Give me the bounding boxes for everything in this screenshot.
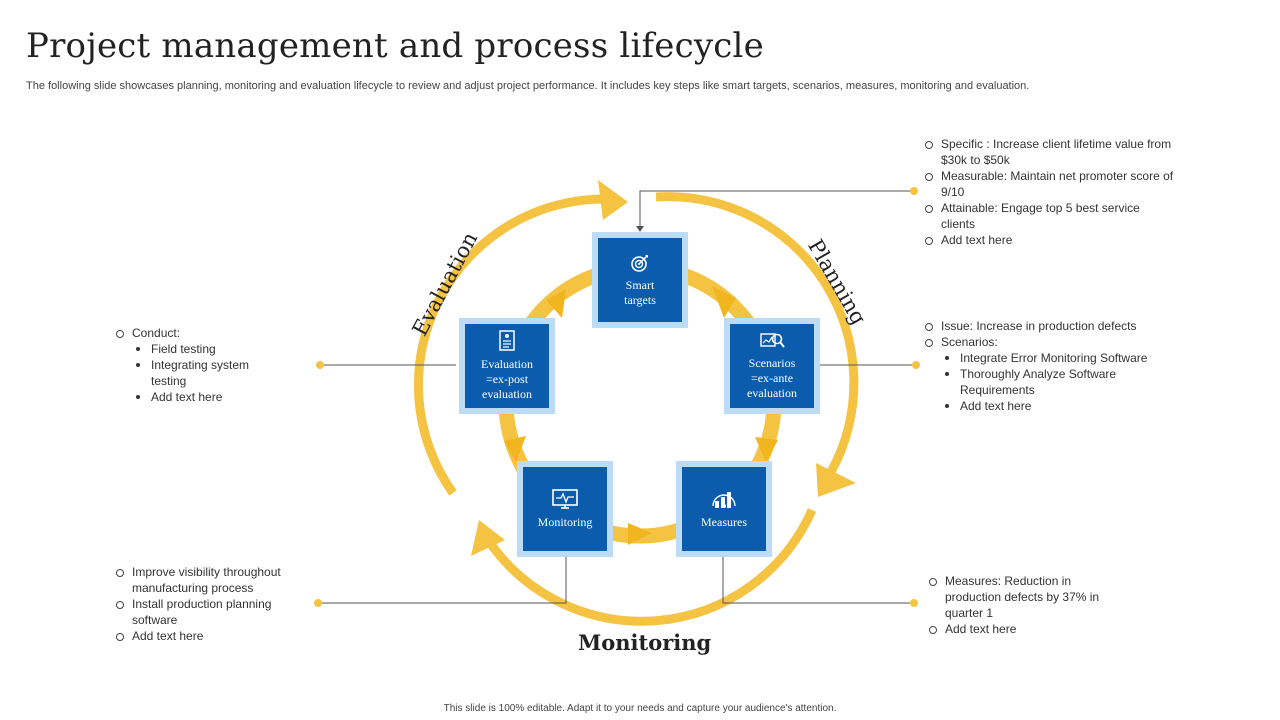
list-item: Add text here — [115, 628, 305, 644]
list-item: Attainable: Engage top 5 best service cl… — [924, 200, 1174, 232]
connector-measures — [722, 556, 914, 604]
sub-list-item: Add text here — [943, 398, 1184, 414]
footer-note: This slide is 100% editable. Adapt it to… — [443, 703, 837, 714]
step-label-line: targets — [624, 292, 656, 307]
step-measures: Measures — [676, 461, 772, 557]
list-item: Add text here — [924, 232, 1174, 248]
list-item: Specific : Increase client lifetime valu… — [924, 136, 1174, 168]
note-bottom-right: Measures: Reduction in production defect… — [928, 573, 1103, 637]
connector-dot-mid-right — [912, 361, 920, 369]
connector-monitoring — [318, 556, 567, 604]
inner-arrow-2 — [755, 437, 778, 462]
step-label-line: Monitoring — [537, 515, 593, 529]
sub-list-item: Thoroughly Analyze Software Requirements — [943, 366, 1184, 398]
connector-dot-left — [316, 361, 324, 369]
phase-label-monitoring: Monitoring — [578, 630, 712, 655]
list-item: Scenarios: Integrate Error Monitoring So… — [924, 334, 1184, 414]
step-label-line: evaluation — [747, 386, 797, 400]
outer-arc-planning — [655, 192, 859, 475]
list-item: Add text here — [928, 621, 1103, 637]
step-label-line: evaluation — [482, 387, 532, 401]
note-left: Conduct: Field testing Integrating syste… — [115, 325, 280, 405]
sub-list-item: Field testing — [134, 341, 280, 357]
step-label-line: Smart — [625, 277, 655, 292]
sub-list-item: Integrating system testing — [134, 357, 280, 389]
outer-arc-evaluation — [413, 194, 608, 496]
outer-arc-monitoring — [484, 508, 817, 626]
connector-dot-top-right — [910, 187, 918, 195]
outer-arrowhead-evaluation — [598, 180, 628, 220]
list-item: Install production planning software — [115, 596, 305, 628]
note-bottom-left: Improve visibility throughout manufactur… — [115, 564, 305, 644]
sub-list-item: Add text here — [134, 389, 280, 405]
outer-arrowhead-planning — [816, 463, 856, 497]
list-item-label: Conduct: — [132, 326, 181, 340]
inner-arrow-5 — [546, 289, 566, 318]
magnifier-chart-icon — [760, 333, 785, 348]
inner-arrow-1 — [712, 286, 736, 318]
step-label-line: Scenarios — [748, 356, 796, 370]
note-top-right: Specific : Increase client lifetime valu… — [924, 136, 1174, 248]
step-monitoring: Monitoring — [517, 461, 613, 557]
step-label-line: =ex-post — [485, 372, 529, 386]
page-subtitle: The following slide showcases planning, … — [26, 80, 1030, 92]
monitor-icon — [552, 489, 578, 509]
list-item: Conduct: Field testing Integrating syste… — [115, 325, 280, 405]
step-label-line: Evaluation — [481, 357, 533, 371]
list-item: Issue: Increase in production defects — [924, 318, 1184, 334]
connector-dot-bottom-right — [910, 599, 918, 607]
list-item: Measurable: Maintain net promoter score … — [924, 168, 1174, 200]
list-item: Improve visibility throughout manufactur… — [115, 564, 305, 596]
step-scenarios: Scenarios =ex-ante evaluation — [724, 318, 820, 414]
note-mid-right: Issue: Increase in production defects Sc… — [924, 318, 1184, 414]
report-icon — [499, 330, 515, 351]
sub-list-item: Integrate Error Monitoring Software — [943, 350, 1184, 366]
list-item: Measures: Reduction in production defect… — [928, 573, 1103, 621]
connector-smart-targets — [639, 190, 914, 228]
step-smart-targets: Smart targets — [592, 232, 688, 328]
page-title: Project management and process lifecycle — [26, 26, 764, 66]
connector-dot-bottom-left — [314, 599, 322, 607]
outer-arrowhead-monitoring — [471, 520, 505, 556]
inner-arrow-3 — [628, 523, 652, 545]
step-label-line: =ex-ante — [750, 371, 794, 385]
connector-arrowhead — [636, 226, 644, 232]
bar-chart-icon — [712, 492, 736, 508]
inner-arrow-4 — [504, 436, 526, 462]
target-icon — [631, 254, 648, 272]
step-evaluation: Evaluation =ex-post evaluation — [459, 318, 555, 414]
list-item-label: Scenarios: — [941, 335, 998, 349]
step-label-line: Measures — [701, 515, 747, 529]
